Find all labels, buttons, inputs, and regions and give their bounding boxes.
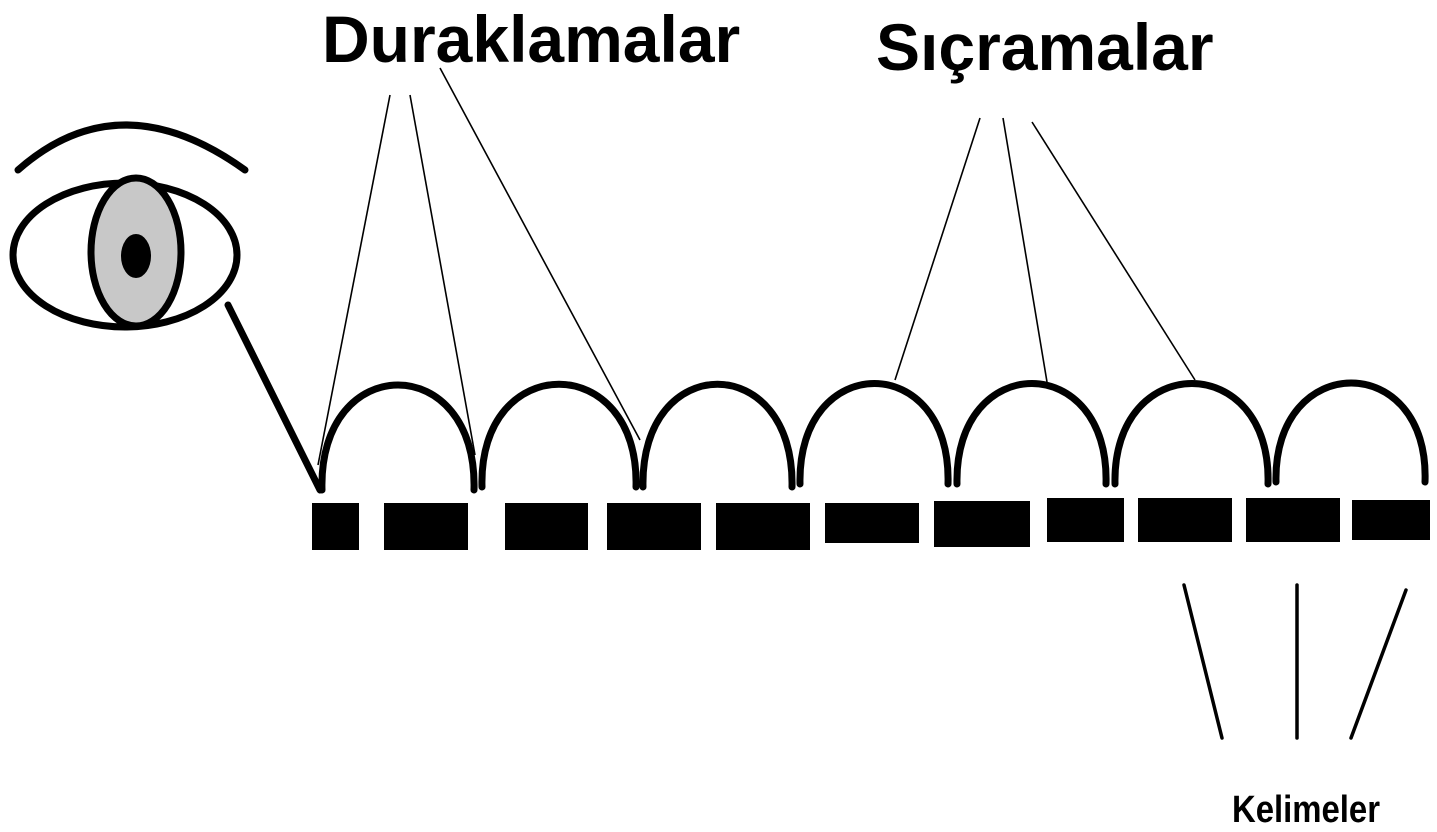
- word-block: [1246, 498, 1340, 542]
- saccade-arc: [796, 380, 952, 488]
- saccades-pointers: [894, 117, 1196, 383]
- saccade-arc: [953, 380, 1110, 488]
- saccade-arc: [478, 380, 640, 491]
- word-block: [384, 503, 468, 550]
- word-block: [716, 503, 810, 550]
- word-block: [1138, 498, 1232, 542]
- saccade-arc: [1111, 380, 1272, 488]
- saccade-arc: [318, 381, 478, 494]
- saccade-arc: [1272, 379, 1429, 486]
- word-block: [1352, 500, 1430, 540]
- eye-icon: [9, 121, 324, 494]
- word-block: [312, 503, 359, 550]
- word-block: [505, 503, 588, 550]
- eyebrow: [14, 121, 249, 174]
- word-blocks: [312, 498, 1430, 550]
- fixations-label: Duraklamalar: [322, 2, 740, 76]
- saccade-arcs: [318, 379, 1429, 494]
- words-pointers: [1182, 583, 1408, 740]
- fixations-pointers: [317, 67, 641, 466]
- words-label: Kelimeler: [1232, 789, 1380, 831]
- saccade-arc: [639, 380, 796, 491]
- word-block: [934, 501, 1030, 547]
- saccades-label: Sıçramalar: [876, 10, 1214, 84]
- word-block: [825, 503, 919, 543]
- word-block: [607, 503, 701, 550]
- gaze-line: [224, 301, 324, 494]
- word-block: [1047, 498, 1124, 542]
- pupil: [121, 234, 151, 278]
